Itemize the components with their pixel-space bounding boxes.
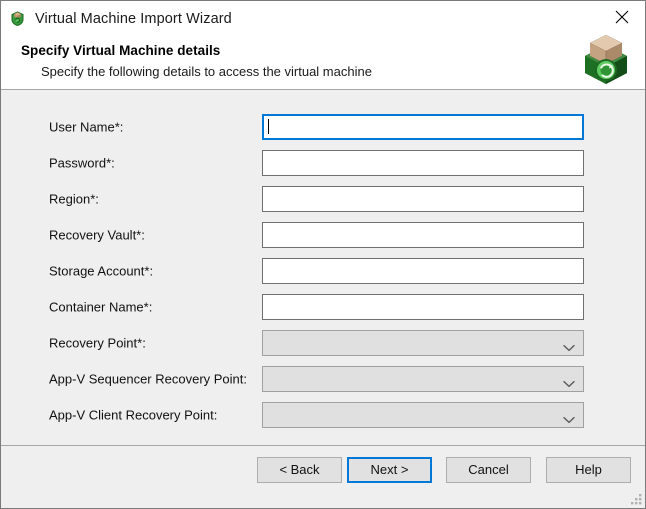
wizard-header: Specify Virtual Machine details Specify … (1, 35, 645, 90)
form-row-recovery-vault: Recovery Vault*: (1, 222, 645, 248)
chevron-down-icon (563, 375, 575, 388)
combobox-appv-client-recovery-point (262, 402, 584, 428)
input-user-name[interactable] (262, 114, 584, 140)
form-row-appv-sequencer-recovery-point: App-V Sequencer Recovery Point: (1, 366, 645, 392)
title-bar: Virtual Machine Import Wizard (1, 1, 645, 36)
input-password[interactable] (262, 150, 584, 176)
cancel-button[interactable]: Cancel (446, 457, 531, 483)
green-cube-refresh-icon (579, 32, 633, 86)
window-title: Virtual Machine Import Wizard (35, 10, 232, 27)
label-user-name: User Name*: (49, 119, 124, 135)
chevron-down-icon (563, 411, 575, 424)
vm-shield-box-icon (9, 10, 26, 27)
back-button[interactable]: < Back (257, 457, 342, 483)
form-row-appv-client-recovery-point: App-V Client Recovery Point: (1, 402, 645, 428)
label-appv-sequencer-recovery-point: App-V Sequencer Recovery Point: (49, 371, 247, 387)
label-region: Region*: (49, 191, 99, 207)
form-row-password: Password*: (1, 150, 645, 176)
input-container-name[interactable] (262, 294, 584, 320)
field-wrapper-storage-account (262, 258, 584, 284)
resize-grip-icon[interactable] (629, 492, 643, 506)
next-button[interactable]: Next > (347, 457, 432, 483)
text-caret (268, 119, 269, 134)
field-wrapper-appv-sequencer-recovery-point (262, 366, 584, 392)
label-recovery-point: Recovery Point*: (49, 335, 146, 351)
page-subtitle: Specify the following details to access … (41, 64, 372, 79)
close-icon[interactable] (599, 1, 645, 32)
label-password: Password*: (49, 155, 115, 171)
form-row-region: Region*: (1, 186, 645, 212)
form-row-recovery-point: Recovery Point*: (1, 330, 645, 356)
form-area: User Name*: Password*: Region*: Recovery Va… (1, 90, 645, 446)
label-recovery-vault: Recovery Vault*: (49, 227, 145, 243)
field-wrapper-container-name (262, 294, 584, 320)
field-wrapper-recovery-vault (262, 222, 584, 248)
label-storage-account: Storage Account*: (49, 263, 154, 279)
form-row-container-name: Container Name*: (1, 294, 645, 320)
form-row-storage-account: Storage Account*: (1, 258, 645, 284)
input-region[interactable] (262, 186, 584, 212)
form-row-user-name: User Name*: (1, 114, 645, 140)
chevron-down-icon (563, 339, 575, 352)
field-wrapper-user-name (262, 114, 584, 140)
combobox-appv-sequencer-recovery-point (262, 366, 584, 392)
label-appv-client-recovery-point: App-V Client Recovery Point: (49, 407, 218, 423)
help-button[interactable]: Help (546, 457, 631, 483)
field-wrapper-password (262, 150, 584, 176)
input-storage-account[interactable] (262, 258, 584, 284)
field-wrapper-recovery-point (262, 330, 584, 356)
field-wrapper-region (262, 186, 584, 212)
combobox-recovery-point (262, 330, 584, 356)
input-recovery-vault[interactable] (262, 222, 584, 248)
button-bar: < Back Next > Cancel Help (1, 446, 645, 508)
label-container-name: Container Name*: (49, 299, 153, 315)
field-wrapper-appv-client-recovery-point (262, 402, 584, 428)
page-title: Specify Virtual Machine details (21, 43, 221, 58)
